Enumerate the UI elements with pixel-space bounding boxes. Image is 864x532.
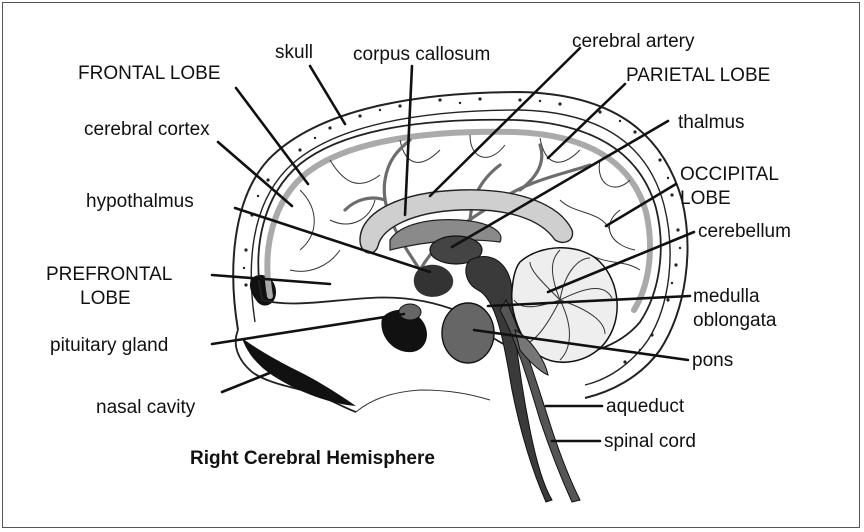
label-cerebellum: cerebellum	[698, 221, 791, 242]
label-prefrontal-lobe-line2: LOBE	[80, 288, 131, 309]
jaw-line	[356, 390, 490, 412]
label-skull: skull	[275, 42, 313, 63]
pituitary-shape	[399, 304, 421, 320]
label-occipital-lobe-line2: LOBE	[680, 188, 731, 209]
leader-pituitary-gland	[212, 314, 404, 344]
label-cerebral-cortex: cerebral cortex	[84, 119, 210, 140]
nasal-cavity-shape	[242, 338, 356, 406]
diagram-title: Right Cerebral Hemisphere	[190, 448, 435, 469]
label-aqueduct: aqueduct	[606, 396, 685, 417]
label-corpus-callosum: corpus callosum	[353, 44, 490, 65]
brain-illustration	[258, 120, 660, 502]
label-prefrontal-lobe-line1: PREFRONTAL	[46, 264, 172, 285]
label-thalmus: thalmus	[678, 112, 745, 133]
label-medulla-line2: oblongata	[693, 310, 777, 331]
label-parietal-lobe: PARIETAL LOBE	[626, 65, 770, 86]
leader-skull	[310, 66, 345, 124]
leader-cerebral-cortex	[218, 142, 292, 206]
leader-nasal-cavity	[222, 372, 272, 392]
label-spinal-cord: spinal cord	[604, 431, 696, 452]
label-nasal-cavity: nasal cavity	[96, 397, 196, 418]
label-cerebral-artery: cerebral artery	[572, 31, 695, 52]
label-hypothalmus: hypothalmus	[86, 191, 194, 212]
label-medulla-line1: medulla	[693, 286, 760, 307]
label-frontal-lobe: FRONTAL LOBE	[78, 63, 221, 84]
label-pons: pons	[692, 350, 733, 371]
labels: skull corpus callosum cerebral artery FR…	[46, 31, 791, 469]
leader-occipital-lobe	[606, 184, 676, 226]
label-occipital-lobe-line1: OCCIPITAL	[680, 164, 779, 185]
label-pituitary-gland: pituitary gland	[50, 335, 168, 356]
